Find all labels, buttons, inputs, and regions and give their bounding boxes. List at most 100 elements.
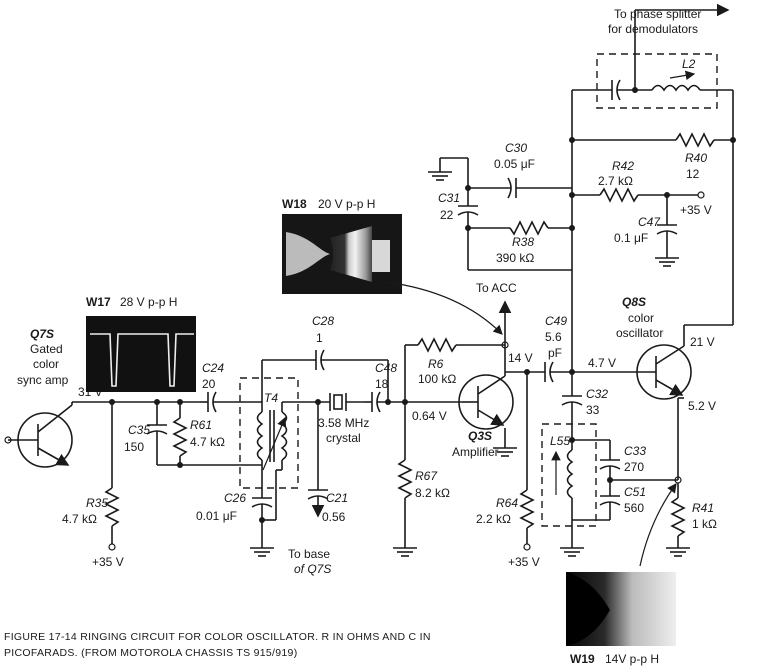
r41-value: 1 kΩ	[692, 517, 717, 531]
q8s-desc2: oscillator	[616, 326, 663, 340]
w19-pointer	[639, 483, 677, 567]
c31-capacitor	[428, 157, 572, 271]
supply-mid: +35 V	[508, 555, 540, 569]
q8s-vemit: 5.2 V	[688, 399, 716, 413]
w17-scope-trace	[86, 316, 196, 392]
c24-name: C24	[202, 361, 224, 375]
c28-name: C28	[312, 314, 334, 328]
r42-resistor	[572, 187, 705, 203]
note-phase1: To phase splitter	[614, 7, 701, 21]
c49-capacitor	[544, 361, 638, 383]
r38-resistor	[465, 220, 575, 236]
c48-value: 18	[375, 377, 389, 391]
r41-resistor	[666, 476, 690, 557]
c33-c51-capacitors	[572, 439, 678, 521]
q7s-transistor	[4, 402, 73, 468]
c26-value: 0.01 μF	[196, 509, 237, 523]
q7s-desc2: color	[33, 357, 59, 371]
c47-value: 0.1 μF	[614, 231, 648, 245]
r67-resistor	[393, 402, 417, 557]
r61-resistor	[172, 402, 188, 468]
c49-name: C49	[545, 314, 567, 328]
r64-resistor	[519, 372, 535, 551]
t4-shield-box	[239, 377, 299, 489]
q7s-desc3: sync amp	[17, 373, 69, 387]
w18-label: 20 V p-p H	[318, 197, 375, 211]
c30-capacitor	[465, 177, 572, 199]
w17-id: W17	[86, 295, 111, 309]
r67-name: R67	[415, 469, 438, 483]
r38-name: R38	[512, 235, 534, 249]
c35-value: 150	[124, 440, 144, 454]
c24-capacitor	[200, 391, 262, 413]
r6-name: R6	[428, 357, 444, 371]
c48-name: C48	[375, 361, 397, 375]
c35-capacitor	[146, 402, 262, 466]
c30-value: 0.05 μF	[494, 157, 535, 171]
r40-resistor	[572, 132, 736, 148]
r6-resistor	[404, 337, 509, 402]
c51-name: C51	[624, 485, 646, 499]
note-acc: To ACC	[476, 281, 517, 295]
supply-left: +35 V	[92, 555, 124, 569]
c21-value: 0.56	[322, 510, 346, 524]
q7s-desc1: Gated	[30, 342, 63, 356]
l2-name: L2	[682, 57, 696, 71]
c33-name: C33	[624, 444, 646, 458]
r42-value: 2.7 kΩ	[598, 174, 633, 188]
l55-name: L55	[550, 434, 570, 448]
q8s-vcol: 21 V	[690, 335, 715, 349]
c32-capacitor	[561, 372, 583, 440]
w19-label: 14V p-p H	[605, 652, 659, 666]
r64-value: 2.2 kΩ	[476, 512, 511, 526]
c33-value: 270	[624, 460, 644, 474]
note-phase2: for demodulators	[608, 22, 698, 36]
t4-transformer	[256, 402, 288, 520]
caption-line2: PICOFARADS. (FROM MOTOROLA CHASSIS TS 91…	[4, 647, 298, 659]
r42-name: R42	[612, 159, 634, 173]
crystal	[282, 393, 364, 411]
c31-name: C31	[438, 191, 460, 205]
r38-value: 390 kΩ	[496, 251, 534, 265]
w18-pointer	[385, 281, 503, 335]
q8s-vbase: 4.7 V	[588, 356, 616, 370]
r35-value: 4.7 kΩ	[62, 512, 97, 526]
q7s-name: Q7S	[30, 327, 54, 341]
r61-name: R61	[190, 418, 212, 432]
l2-tank	[572, 3, 734, 140]
c26-capacitor	[250, 497, 276, 557]
w18-id: W18	[282, 197, 307, 211]
r35-resistor	[104, 402, 120, 551]
r40-value: 12	[686, 167, 700, 181]
c28-value: 1	[316, 331, 323, 345]
c21-capacitor	[307, 402, 329, 518]
c47-name: C47	[638, 215, 661, 229]
crystal-label: crystal	[326, 431, 361, 445]
q8s-name: Q8S	[622, 295, 646, 309]
l2-shield-box	[596, 53, 718, 109]
q8s-desc1: color	[628, 311, 654, 325]
r40-name: R40	[685, 151, 707, 165]
q3s-vcol: 14 V	[508, 351, 533, 365]
q3s-transistor	[458, 345, 517, 457]
q3s-vbase: 0.64 V	[412, 409, 447, 423]
q3s-name: Q3S	[468, 429, 492, 443]
note-base1: To base	[288, 547, 330, 561]
c47-capacitor	[655, 195, 679, 267]
c32-name: C32	[586, 387, 608, 401]
r61-value: 4.7 kΩ	[190, 435, 225, 449]
l55-shield-box	[541, 423, 597, 527]
c31-value: 22	[440, 208, 454, 222]
w19-id: W19	[570, 652, 595, 666]
c51-value: 560	[624, 501, 644, 515]
c28-capacitor	[261, 349, 389, 402]
q3s-desc: Amplifier	[452, 445, 499, 459]
r64-name: R64	[496, 496, 518, 510]
caption-line1: FIGURE 17-14 RINGING CIRCUIT FOR COLOR O…	[4, 631, 431, 643]
r35-name: R35	[86, 496, 108, 510]
r67-value: 8.2 kΩ	[415, 486, 450, 500]
w18-scope-trace	[282, 214, 402, 294]
crystal-value: 3.58 MHz	[318, 416, 369, 430]
note-base2: of Q7S	[294, 562, 331, 576]
c35-name: C35	[128, 423, 150, 437]
